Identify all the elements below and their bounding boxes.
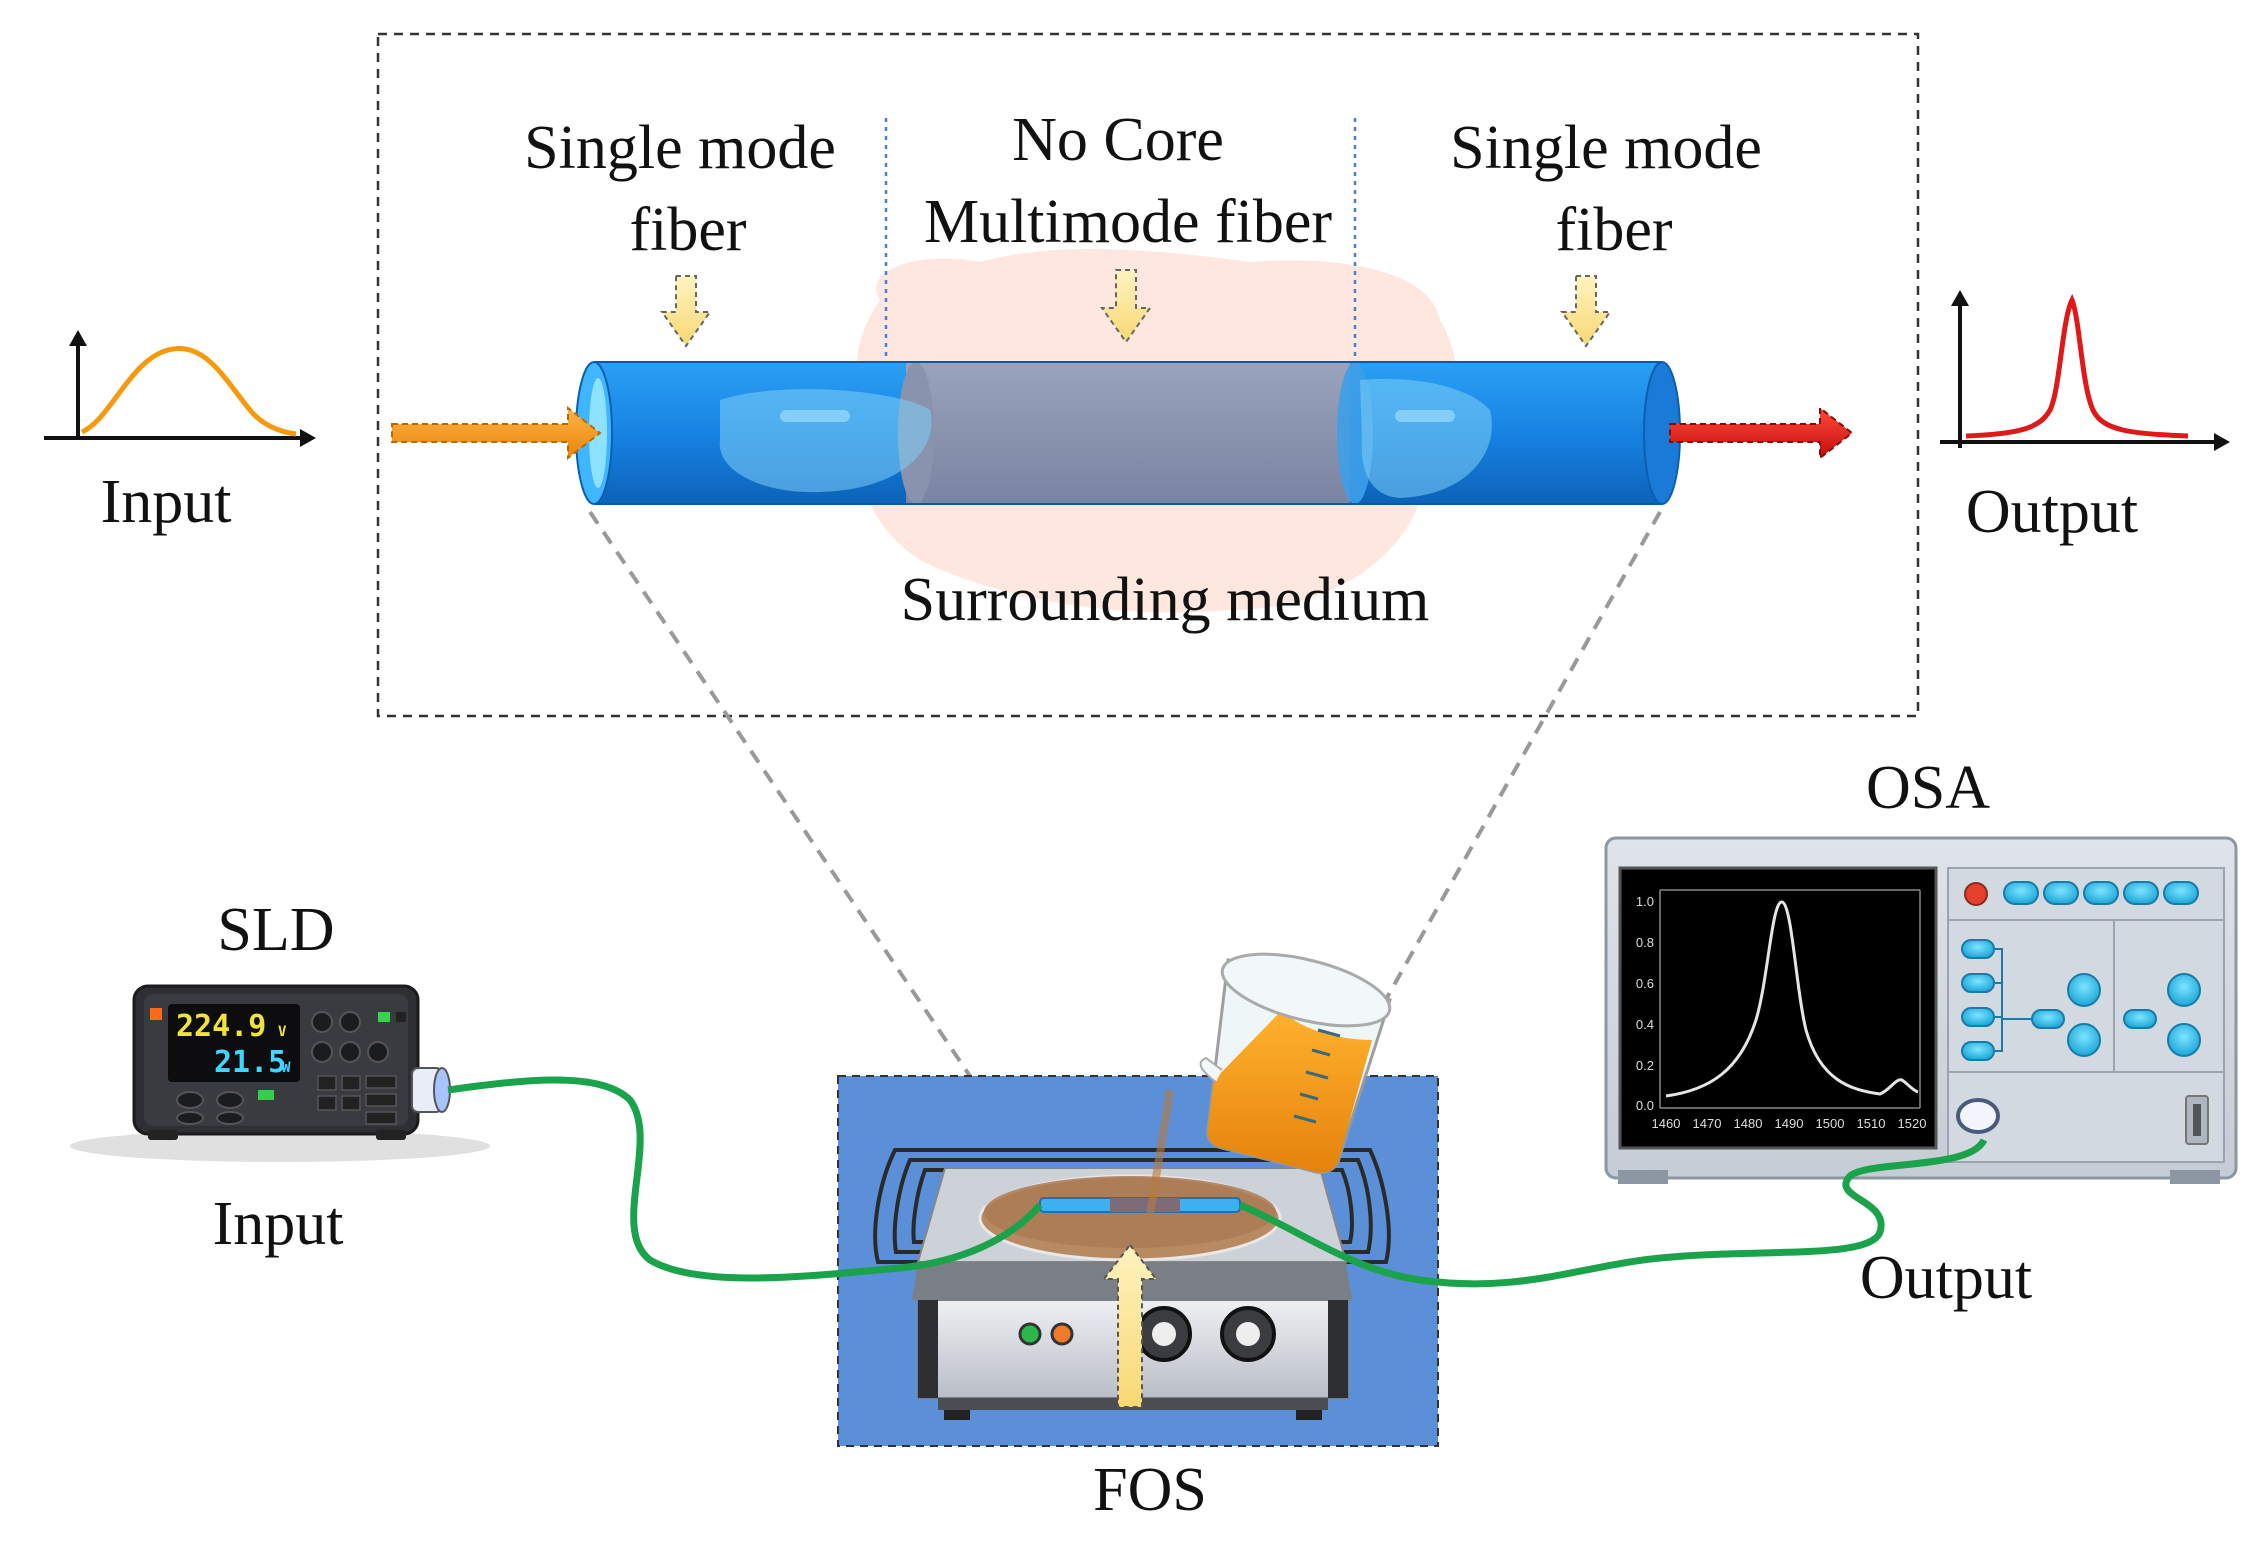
input-light-arrow [391, 405, 602, 461]
sld-label: SLD [217, 896, 334, 964]
smf-right-label-line1: Single mode [1450, 114, 1762, 182]
osa-spectrum-curve [1665, 900, 1919, 1098]
osa-x-tick: 1510 [1857, 1116, 1886, 1131]
osa-x-tick: 1500 [1816, 1116, 1845, 1131]
osa-side-button[interactable] [1961, 1041, 1995, 1061]
input-label-bottom: Input [213, 1190, 344, 1258]
sld-power-led [150, 1008, 162, 1020]
sld-key[interactable] [317, 1095, 337, 1111]
sld-knob[interactable] [339, 1011, 361, 1033]
sld-power-unit: W [282, 1060, 291, 1076]
osa-power-button[interactable] [1964, 882, 1988, 906]
osa-top-button[interactable] [2003, 881, 2039, 905]
sld-screen [168, 1004, 300, 1082]
osa-y-tick: 1.0 [1636, 894, 1654, 909]
osa-screen [1618, 866, 1938, 1150]
sld-key[interactable] [365, 1093, 397, 1107]
osa-side-button[interactable] [2031, 1009, 2065, 1029]
osa-y-tick: 0.4 [1636, 1017, 1654, 1032]
osa-top-button[interactable] [2163, 881, 2199, 905]
osa-y-tick: 0.0 [1636, 1098, 1654, 1113]
beaker-pouring [1146, 952, 1392, 1216]
osa-device: 0.0 0.2 0.4 0.6 0.8 1.0 1460 1470 1480 1… [1604, 836, 2238, 1184]
osa-label: OSA [1866, 754, 1990, 822]
sld-button[interactable] [176, 1111, 204, 1125]
osa-input-port [1956, 1098, 2000, 1134]
sld-key[interactable] [365, 1075, 397, 1089]
osa-top-button[interactable] [2123, 881, 2159, 905]
smf-right-label-line2: fiber [1555, 196, 1672, 264]
osa-y-tick: 0.6 [1636, 976, 1654, 991]
sld-key[interactable] [365, 1111, 397, 1125]
hotplate-led-orange [1050, 1322, 1074, 1346]
input-pulse-curve [80, 346, 297, 437]
sld-voltage-value: 224.9 [176, 1009, 266, 1044]
fiber-structure [575, 361, 1681, 505]
output-spectrum-plot [1940, 290, 2230, 451]
osa-side-button[interactable] [1961, 973, 1995, 993]
sld-knob[interactable] [311, 1011, 333, 1033]
smf-left-label-line1: Single mode [524, 114, 836, 182]
fos-pointer-arrow [1101, 1243, 1159, 1408]
output-label-top: Output [1966, 478, 2138, 546]
sld-knob[interactable] [311, 1041, 333, 1063]
fiber-cable-output [1238, 1137, 1988, 1288]
sld-power-value: 21.5 [214, 1045, 286, 1080]
sld-key[interactable] [317, 1075, 337, 1091]
osa-x-tick: 1490 [1775, 1116, 1804, 1131]
hotplate-led-green [1018, 1322, 1042, 1346]
osa-x-tick: 1520 [1898, 1116, 1927, 1131]
osa-top-button[interactable] [2083, 881, 2119, 905]
osa-y-tick: 0.2 [1636, 1058, 1654, 1073]
osa-round-button[interactable] [2167, 1023, 2201, 1057]
osa-side-button[interactable] [2123, 1009, 2157, 1029]
osa-round-button[interactable] [2167, 973, 2201, 1007]
nocore-label-line2: Multimode fiber [924, 188, 1332, 256]
pointer-arrow-nocore [1100, 269, 1152, 344]
detail-frame [376, 32, 1920, 718]
sld-key[interactable] [341, 1075, 361, 1091]
fiber-cable-input [447, 1076, 1043, 1282]
input-spectrum-plot [44, 330, 316, 447]
output-label-bottom: Output [1860, 1244, 2032, 1312]
sld-knob[interactable] [367, 1041, 389, 1063]
fos-label: FOS [1093, 1456, 1207, 1524]
output-pulse-curve [1965, 293, 2189, 439]
sld-button[interactable] [216, 1091, 244, 1109]
osa-round-button[interactable] [2067, 973, 2101, 1007]
surrounding-medium-label: Surrounding medium [901, 566, 1430, 634]
sld-voltage-unit: V [278, 1024, 287, 1040]
no-core-segment [906, 362, 1360, 504]
osa-side-button[interactable] [1961, 1007, 1995, 1027]
sld-button[interactable] [176, 1091, 204, 1109]
osa-top-button[interactable] [2043, 881, 2079, 905]
sld-button[interactable] [216, 1111, 244, 1125]
zoom-line-left [588, 510, 980, 1090]
osa-round-button[interactable] [2067, 1023, 2101, 1057]
pointer-arrow-smf-left [660, 275, 712, 348]
osa-x-tick: 1460 [1652, 1116, 1681, 1131]
sld-key[interactable] [341, 1095, 361, 1111]
input-label-top: Input [101, 468, 232, 536]
osa-side-button[interactable] [1961, 939, 1995, 959]
smf-left-label-line2: fiber [629, 196, 746, 264]
sld-device: 224.9 V 21.5 W [70, 984, 490, 1162]
osa-y-tick: 0.8 [1636, 935, 1654, 950]
output-light-arrow [1669, 405, 1854, 461]
sample-dish [978, 1174, 1282, 1262]
osa-x-tick: 1470 [1693, 1116, 1722, 1131]
osa-x-tick: 1480 [1734, 1116, 1763, 1131]
osa-plot: 0.0 0.2 0.4 0.6 0.8 1.0 1460 1470 1480 1… [1636, 889, 1927, 1131]
pointer-arrow-smf-right [1560, 275, 1612, 348]
sld-knob[interactable] [339, 1041, 361, 1063]
nocore-label-line1: No Core [1012, 106, 1224, 174]
